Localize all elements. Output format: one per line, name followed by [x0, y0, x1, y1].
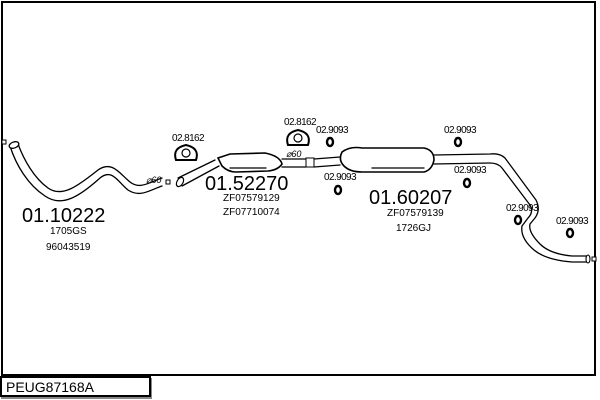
part-number: 01.52270	[205, 173, 288, 195]
ring-icon	[565, 227, 575, 239]
ref-number: ZF07710074	[223, 207, 280, 218]
mount-label: 02.9093	[444, 125, 477, 136]
ring-icon	[462, 177, 472, 189]
clamp-label: 02.8162	[284, 117, 317, 128]
kit-code: PEUG87168A	[6, 379, 94, 395]
kit-code-box: PEUG87168A	[0, 376, 151, 397]
ref-number: ZF07579139	[387, 208, 444, 219]
front-pipe[interactable]	[1, 139, 171, 202]
middle-silencer[interactable]	[175, 152, 315, 188]
mount-label: 02.9093	[556, 216, 589, 227]
pipe-end-marker	[1, 139, 7, 145]
ring-icon	[453, 136, 463, 148]
ring-icon	[513, 214, 523, 226]
ring-icon	[325, 136, 335, 148]
ring-icon	[333, 184, 343, 196]
mount-label: 02.9093	[324, 172, 357, 183]
mount-label: 02.9093	[316, 125, 349, 136]
ref-number: 1726GJ	[396, 223, 431, 234]
ref-number: 96043519	[46, 242, 91, 253]
mount-label: 02.9093	[506, 203, 539, 214]
rubber-mount[interactable]: 02.9093	[506, 203, 540, 226]
rear-silencer[interactable]	[313, 146, 597, 264]
rubber-mount[interactable]: 02.9093	[444, 125, 478, 148]
diagram-frame	[1, 1, 596, 376]
clamp-icon[interactable]	[174, 143, 198, 161]
diameter-label: ⌀60	[146, 175, 161, 185]
part-number: 01.60207	[369, 187, 452, 209]
ref-number: ZF07579129	[223, 193, 280, 204]
ref-number: 1705GS	[50, 226, 87, 237]
rubber-mount[interactable]: 02.9093	[556, 216, 590, 239]
rubber-mount[interactable]: 02.9093	[324, 172, 358, 196]
clamp-icon[interactable]	[286, 128, 310, 146]
part-number: 01.10222	[22, 205, 105, 227]
diameter-label: ⌀60	[286, 149, 301, 159]
rubber-mount[interactable]: 02.9093	[454, 165, 488, 189]
rubber-mount[interactable]: 02.9093	[316, 125, 350, 148]
mount-label: 02.9093	[454, 165, 487, 176]
clamp-label: 02.8162	[172, 133, 205, 144]
